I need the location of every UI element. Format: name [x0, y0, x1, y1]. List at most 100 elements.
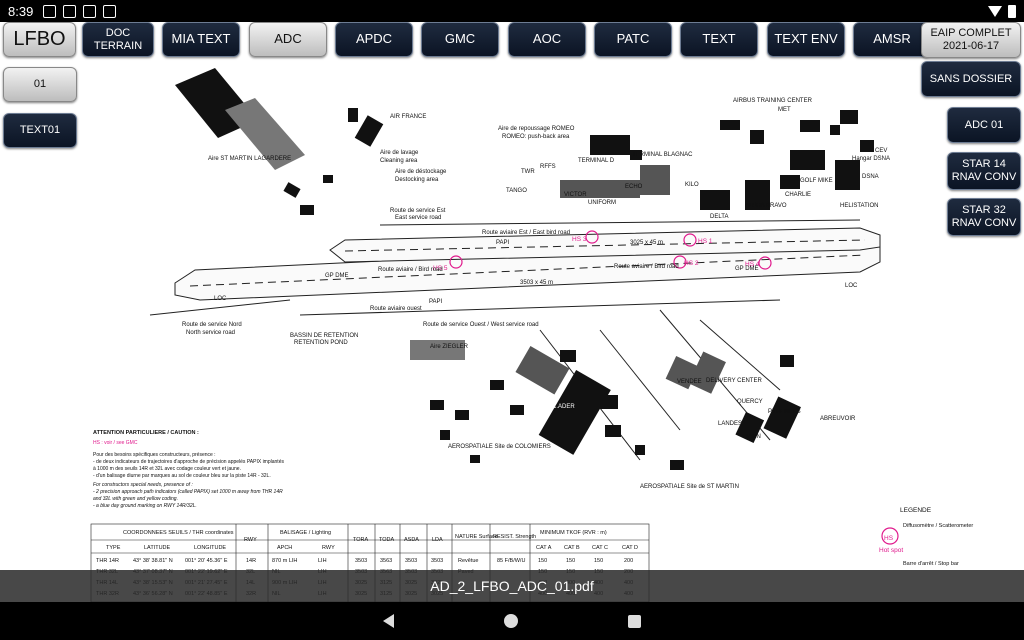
doc-terrain-button[interactable]: DOC TERRAIN: [82, 22, 154, 57]
apdc-button[interactable]: APDC: [335, 22, 413, 57]
label-route-aviaire-est: Route aviaire Est / East bird road: [482, 230, 570, 236]
caution-hs: HS : voir / see GMC: [93, 440, 138, 446]
label-loc: LOC: [214, 296, 227, 302]
text-button[interactable]: TEXT: [680, 22, 758, 57]
mia-text-button[interactable]: MIA TEXT: [162, 22, 240, 57]
caution-line: For constructors special needs, presence…: [93, 482, 193, 488]
sans-dossier-button[interactable]: SANS DOSSIER: [921, 61, 1021, 97]
star14-button[interactable]: STAR 14 RNAV CONV: [947, 152, 1021, 190]
label-bassin: BASSIN DE RETENTION: [290, 333, 358, 339]
back-icon[interactable]: [383, 614, 394, 628]
page-01-button[interactable]: 01: [3, 67, 77, 102]
label-repoussage: Aire de repoussage ROMEO: [498, 126, 575, 132]
table-header-toda: TODA: [379, 537, 395, 543]
label-north-service-road: North service road: [186, 330, 235, 336]
notification-file-icon: [83, 4, 97, 18]
hotspot-label: HS 3: [572, 236, 587, 243]
home-icon[interactable]: [504, 614, 518, 628]
table-header-asda: ASDA: [404, 537, 419, 543]
table-cell: 870 m LIH: [272, 558, 297, 564]
runway-system: [149, 219, 881, 461]
table-cell: 14R: [246, 558, 256, 564]
label-gp-dme: GP DME: [325, 273, 349, 279]
pdf-viewer[interactable]: HS 3 HS 1 HS 5 HS 2 HS 4 HS Hot spot AIR…: [0, 22, 1024, 602]
wifi-icon: [988, 5, 1002, 17]
table-cell: 3503: [405, 558, 417, 564]
label-st-martin: Aire ST MARTIN LAGARDERE: [208, 156, 291, 162]
hotspot-label: HS: [884, 535, 894, 542]
amsr-button[interactable]: AMSR: [853, 22, 931, 57]
text01-button[interactable]: TEXT01: [3, 113, 77, 148]
caution-line: - d'un balisage diurne par marques au so…: [93, 473, 271, 479]
threshold-table: COORDONNEES SEUILS / THR coordinates RWY…: [106, 530, 638, 551]
label-aerospatiale-st-martin: AEROSPATIALE Site de ST MARTIN: [640, 484, 739, 490]
table-sub: LONGITUDE: [194, 545, 226, 551]
aerodrome-chart[interactable]: HS 3 HS 1 HS 5 HS 2 HS 4 HS Hot spot AIR…: [0, 22, 1024, 602]
label-gp-dme: GP DME: [735, 266, 759, 272]
label-charlie: CHARLIE: [785, 192, 811, 198]
hotspot-label: HS 5: [433, 265, 448, 272]
recents-icon[interactable]: [628, 614, 641, 628]
label-retention-pond: RETENTION POND: [294, 340, 348, 346]
label-tarn: TARN: [745, 434, 761, 440]
label-golf-mike: GOLF MIKE: [800, 178, 833, 184]
label-airbus-training: AIRBUS TRAINING CENTER: [733, 98, 813, 104]
label-route-service-ouest: Route de service Ouest / West service ro…: [423, 322, 539, 328]
text-env-button[interactable]: TEXT ENV: [767, 22, 845, 57]
label-quercy: QUERCY: [737, 399, 763, 405]
star32-button[interactable]: STAR 32 RNAV CONV: [947, 198, 1021, 236]
table-sub: CAT A: [536, 545, 552, 551]
label-cev: CEV: [875, 148, 887, 154]
label-helistation: HELISTATION: [840, 203, 878, 209]
chart-labels: AIR FRANCE Aire ST MARTIN LAGARDERE Aire…: [182, 98, 890, 490]
label-terminal-d: TERMINAL D: [578, 158, 615, 164]
gmc-button[interactable]: GMC: [421, 22, 499, 57]
patc-button[interactable]: PATC: [594, 22, 672, 57]
label-terminal-blagnac: TERMINAL BLAGNAC: [632, 152, 693, 158]
label-destockage: Aire de déstockage: [395, 169, 447, 175]
table-sub: APCH: [277, 545, 292, 551]
table-sub: LATITUDE: [144, 545, 171, 551]
legend-barre: Barre d'arrêt / Stop bar: [903, 561, 959, 567]
label-east-service-road: East service road: [395, 215, 441, 221]
label-alpha-bravo: ALPHA BRAVO: [745, 203, 787, 209]
table-header-rwy: RWY: [244, 537, 257, 543]
label-rwy-east: 3025 x 45 m: [630, 240, 663, 246]
label-papi: PAPI: [496, 240, 510, 246]
caution-line: - a blue day ground marking on RWY 14R/3…: [93, 503, 197, 509]
battery-icon: [1008, 4, 1016, 18]
table-cell: 3503: [431, 558, 443, 564]
eaip-complet-button[interactable]: EAIP COMPLET 2021-06-17: [921, 22, 1021, 58]
hotspot-label: Hot spot: [879, 547, 903, 554]
label-route-aviaire: Route aviaire / Bird road: [614, 264, 679, 270]
legend-title: LEGENDE: [900, 507, 932, 514]
label-aerospatiale-colomiers: AEROSPATIALE Site de COLOMIERS: [448, 444, 551, 450]
label-air-france: AIR FRANCE: [390, 114, 426, 120]
adc01-button[interactable]: ADC 01: [947, 107, 1021, 143]
table-cell: 150: [594, 558, 603, 564]
notification-a-icon: [43, 4, 57, 18]
buildings: [175, 68, 874, 470]
table-sub: CAT D: [622, 545, 638, 551]
notification-calendar-icon: [103, 4, 117, 18]
pdf-filename: AD_2_LFBO_ADC_01.pdf: [430, 578, 594, 594]
label-met: MET: [778, 107, 791, 113]
label-pyrenees: PYRENEES: [768, 409, 801, 415]
label-hangar-dsna: Hangar DSNA: [852, 156, 890, 162]
aoc-button[interactable]: AOC: [508, 22, 586, 57]
label-destocking: Destocking area: [395, 177, 439, 183]
label-ziegler: Aire ZIEGLER: [430, 344, 469, 350]
notification-sd-icon: [63, 4, 77, 18]
label-landes: LANDES: [718, 421, 742, 427]
table-sub: CAT B: [564, 545, 580, 551]
label-route-service-est: Route de service Est: [390, 208, 446, 214]
label-abreuvoir: ABREUVOIR: [820, 416, 856, 422]
clock: 8:39: [8, 3, 34, 19]
label-rwy-west: 3503 x 45 m: [520, 280, 553, 286]
table-cell: Revêtue: [458, 558, 479, 564]
caution-line: à 1000 m des seuils 14R et 32L avec coda…: [93, 466, 241, 472]
label-delta: DELTA: [710, 214, 728, 220]
adc-button[interactable]: ADC: [249, 22, 327, 57]
airport-button[interactable]: LFBO: [3, 22, 76, 57]
table-sub: RWY: [322, 545, 335, 551]
